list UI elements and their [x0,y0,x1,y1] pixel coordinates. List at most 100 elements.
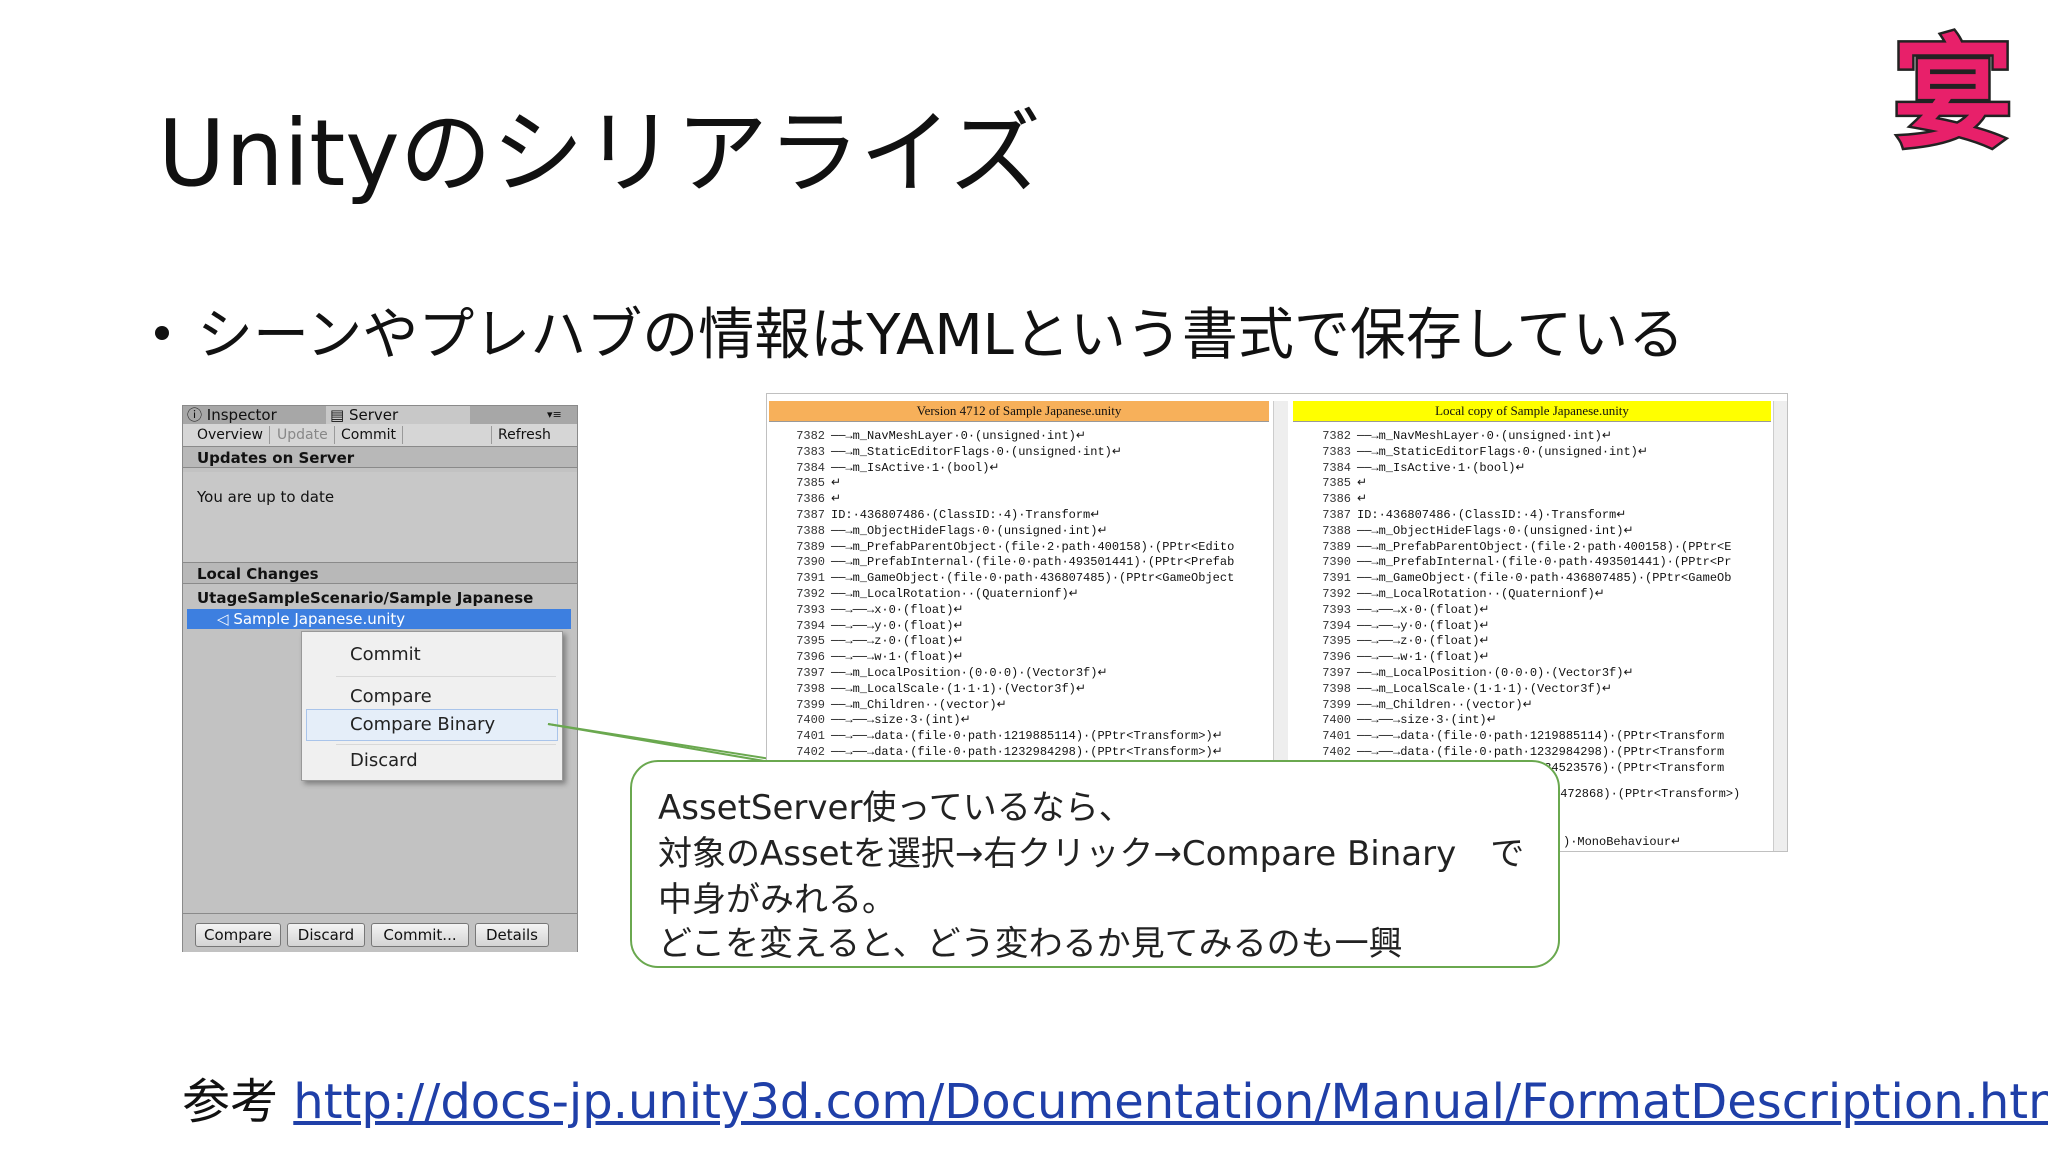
code-line: 7389──→m_PrefabParentObject·(file·2·path… [767,539,1234,555]
line-number: 7390 [1322,555,1351,570]
code-line: 7385↵ [767,475,841,491]
code-line: 7388 ──→m_ObjectHideFlags·0·(unsigned·int… [767,523,1108,539]
code-line-fragment: )·MonoBehaviour↵ [1563,835,1682,849]
slide-title: Unityのシリアライズ [158,100,1041,207]
updates-header: Updates on Server [183,446,577,468]
line-text: ──→──→y·0·(float)↵ [831,618,964,633]
menu-item-compare[interactable]: Compare [350,686,432,707]
asset-server-panel: ⓘ Inspector ▤ Server ▾≡ Overview Update … [182,405,578,952]
line-number: 7399 [796,697,825,712]
line-number: 7402 [1322,745,1351,759]
code-line: 7396──→──→w·1·(float)↵ [1293,649,1489,665]
line-number: 7394 [796,618,825,633]
line-text: ──→m_LocalPosition·(0·0·0)·(Vector3f)↵ [831,666,1108,680]
code-line: 7382──→m_NavMeshLayer·0·(unsigned·int)↵ [1293,428,1612,444]
update-button[interactable]: Update [271,426,335,444]
overview-button[interactable]: Overview [191,426,270,444]
updates-body: You are up to date [183,472,577,566]
line-number: 7389 [796,539,825,554]
callout-line: 中身がみれる。 [658,880,896,920]
line-number: 7397 [1322,666,1351,680]
tab-inspector[interactable]: ⓘ Inspector [183,406,327,424]
line-text: ──→──→w·1·(float)↵ [831,650,964,665]
line-text: ──→m_ObjectHideFlags·0·(unsigned·int)↵ [831,523,1108,538]
line-number: 7390 [796,555,825,570]
refresh-button[interactable]: Refresh [491,426,557,444]
line-text: ──→──→z·0·(float)↵ [831,634,964,649]
code-line: 7393──→──→x·0·(float)↵ [767,602,963,618]
menu-item-compare-binary[interactable]: Compare Binary [350,714,496,735]
line-text: ──→m_NavMeshLayer·0·(unsigned·int)↵ [1357,429,1612,443]
code-line: 7395──→──→z·0·(float)↵ [767,633,963,649]
menu-separator [336,744,556,745]
line-text: ──→──→data·(file·0·path·1219885114)·(PPt… [1357,729,1725,744]
line-text: ──→──→x·0·(float)↵ [831,602,964,617]
reference-link[interactable]: http://docs-jp.unity3d.com/Documentation… [293,1074,2048,1130]
line-number: 7397 [796,666,825,680]
code-line: 7388──→m_ObjectHideFlags·0·(unsigned·int… [1293,523,1633,539]
line-number: 7400 [796,713,825,728]
panel-menu-icon[interactable]: ▾≡ [547,408,562,421]
code-line: 7397──→m_LocalPosition·(0·0·0)·(Vector3f… [1293,665,1633,681]
commit-toolbar-button[interactable]: Commit [335,426,403,444]
code-line: 7392──→m_LocalRotation··(Quaternionf)↵ [767,586,1079,602]
line-number: 7401 [1322,729,1351,744]
discard-button[interactable]: Discard [287,923,365,947]
details-button[interactable]: Details [475,923,549,947]
tab-server[interactable]: ▤ Server [326,406,470,424]
code-line: 7386↵ [1293,491,1367,507]
line-number: 7398 [796,681,825,696]
code-line: 7389──→m_PrefabParentObject·(file·2·path… [1293,539,1731,555]
line-number: 7384 [796,460,825,475]
code-line: 7383──→m_StaticEditorFlags·0·(unsigned·i… [767,444,1122,460]
line-number: 7391 [1322,571,1351,586]
line-number: 7392 [1322,587,1351,601]
info-icon: ⓘ [187,406,203,424]
line-text: ──→m_PrefabInternal·(file·0·path·4935014… [1357,555,1732,570]
code-line: 7401──→──→data·(file·0·path·1219885114)·… [767,728,1223,744]
line-text: ──→──→x·0·(float)↵ [1357,602,1490,617]
tab-inspector-label: Inspector [206,406,277,424]
folder-path[interactable]: UtageSampleScenario/Sample Japanese [197,589,534,607]
line-text: ──→m_StaticEditorFlags·0·(unsigned·int)↵ [831,444,1122,459]
compare-button[interactable]: Compare [195,923,281,947]
selected-file-row[interactable]: ◁ Sample Japanese.unity [187,609,571,629]
left-pane: Version 4712 of Sample Japanese.unity 73… [767,394,1273,851]
line-text: ──→m_IsActive·1·(bool)↵ [1357,460,1526,475]
line-text: ──→m_NavMeshLayer·0·(unsigned·int)↵ [831,429,1086,443]
code-line: 7390──→m_PrefabInternal·(file·0·path·493… [767,554,1234,570]
line-number: 7394 [1322,618,1351,633]
line-number: 7387 [1322,508,1351,522]
commit-button[interactable]: Commit... [371,923,469,947]
line-text: ID:·436807486·(ClassID:·4)·Transform↵ [1357,508,1627,522]
line-text: ──→m_LocalScale·(1·1·1)·(Vector3f)↵ [831,681,1086,696]
right-scrollbar[interactable] [1773,401,1787,851]
line-number: 7396 [796,650,825,665]
line-number: 7391 [796,571,825,586]
menu-item-commit[interactable]: Commit [350,644,421,665]
left-pane-title: Version 4712 of Sample Japanese.unity [769,401,1269,422]
line-text: ──→──→data·(file·0·path·1219885114)·(PPt… [831,729,1223,744]
line-text: ──→──→w·1·(float)↵ [1357,650,1490,665]
code-line: 7399──→m_Children··(vector)↵ [1293,697,1533,713]
left-scrollbar[interactable] [1273,401,1288,851]
local-changes-header: Local Changes [183,562,577,584]
code-line: 7384──→m_IsActive·1·(bool)↵ [767,460,999,476]
line-number: 7388 [796,523,825,538]
line-text: ↵ [1357,492,1368,507]
reference-label: 参考 [182,1074,279,1130]
unity-file-icon: ◁ [217,610,229,628]
line-text: ──→m_LocalScale·(1·1·1)·(Vector3f)↵ [1357,681,1612,696]
line-text: ↵ [831,492,842,507]
code-line: 7394 ──→──→y·0·(float)↵ [767,618,963,634]
code-line-fragment: 3472868)·(PPtr<Transform>) [1553,787,1741,801]
menu-item-discard[interactable]: Discard [350,750,418,771]
line-text: ──→m_GameObject·(file·0·path·436807485)·… [1357,571,1732,586]
code-line: 7385↵ [1293,475,1367,491]
tab-server-label: Server [348,406,399,424]
compare-binary-window: Version 4712 of Sample Japanese.unity 73… [766,393,1788,852]
code-line: 7394──→──→y·0·(float)↵ [1293,618,1489,634]
bullet-item: シーンやプレハブの情報はYAMLという書式で保存している [155,308,1684,364]
line-number: 7388 [1322,523,1351,538]
code-line: 7400──→──→size·3·(int)↵ [767,712,971,728]
